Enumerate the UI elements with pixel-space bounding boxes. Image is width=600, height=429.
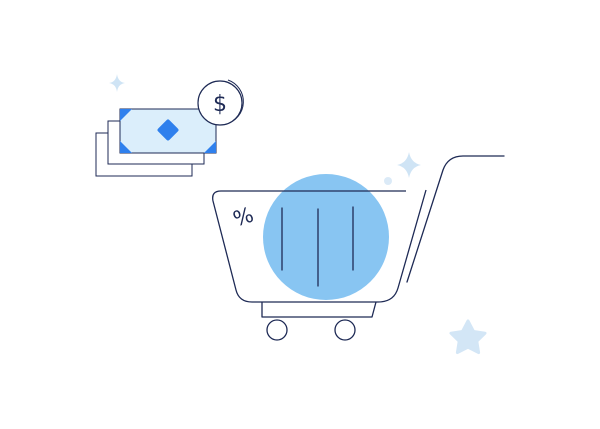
cart-wheel [334, 319, 356, 341]
sparkle-icon [397, 152, 421, 178]
highlight-circle [263, 174, 389, 300]
star-icon [449, 319, 487, 355]
percent-icon: % [230, 202, 256, 231]
cart-wheel [266, 319, 288, 341]
sparkle-dot [384, 177, 392, 185]
sparkle-icon [109, 74, 125, 92]
money-bills-icon [95, 108, 217, 177]
dollar-coin-icon: $ [197, 79, 244, 126]
dollar-sign: $ [213, 92, 227, 117]
shopping-cart-icon: % [212, 155, 505, 341]
